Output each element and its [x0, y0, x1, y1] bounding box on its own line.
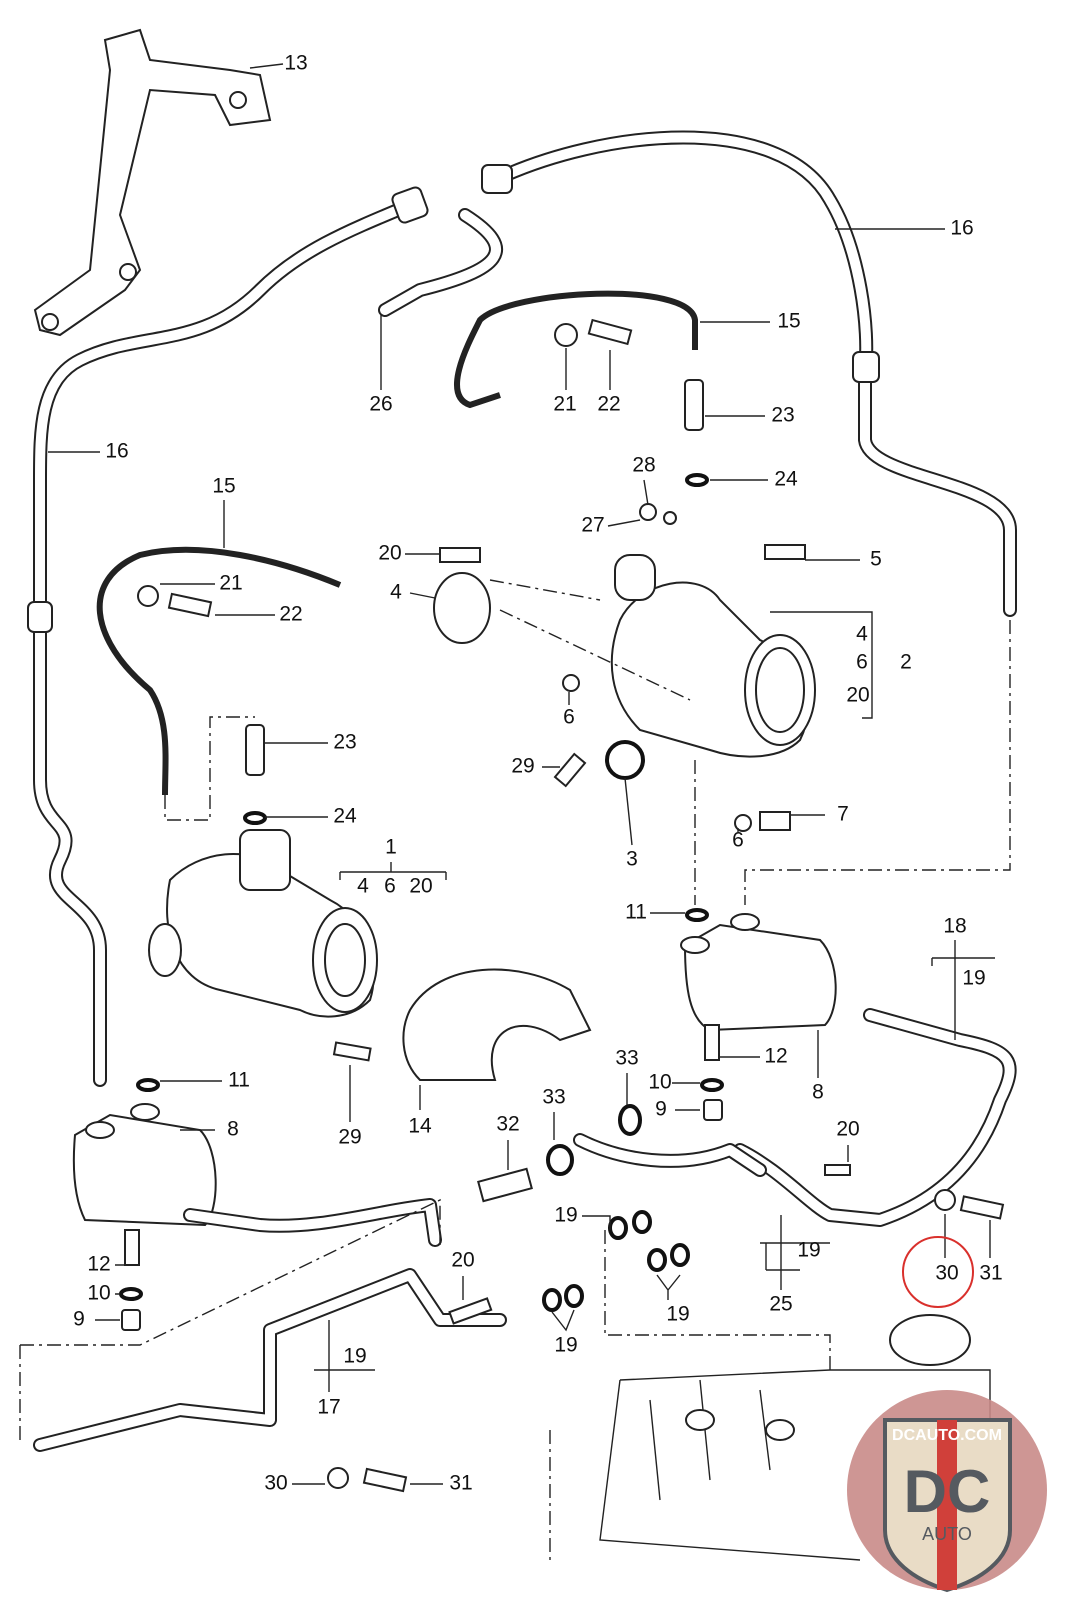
callout-17: 17 [317, 1396, 340, 1419]
bracket-13 [33, 28, 272, 337]
callout-24: 24 [774, 468, 798, 491]
callout-20: 20 [409, 875, 432, 898]
oil-line-15-top [454, 290, 698, 409]
callout-9: 9 [655, 1098, 667, 1121]
logo-word: AUTO [922, 1524, 972, 1544]
callout-15: 15 [212, 475, 235, 498]
callout-8: 8 [812, 1081, 824, 1104]
callout-2: 2 [900, 651, 912, 674]
callout-4: 4 [390, 581, 402, 604]
pipe-16-left [27, 186, 429, 1087]
callout-21: 21 [219, 572, 242, 595]
callout-19: 19 [554, 1204, 577, 1227]
callout-29: 29 [338, 1126, 361, 1149]
wastegate-8-left [72, 1103, 217, 1227]
callout-16: 16 [105, 440, 128, 463]
callout-12: 12 [87, 1253, 110, 1276]
callout-20: 20 [378, 542, 401, 565]
callout-8: 8 [227, 1118, 239, 1141]
callout-6: 6 [732, 829, 744, 852]
callout-13: 13 [284, 52, 307, 75]
callout-31: 31 [449, 1472, 472, 1495]
callout-23: 23 [333, 731, 356, 754]
callout-28: 28 [632, 454, 655, 477]
pipe-16-right [481, 130, 1017, 617]
callout-1: 1 [385, 836, 397, 859]
callout-16: 16 [950, 217, 973, 240]
callout-33: 33 [615, 1047, 638, 1070]
callout-23: 23 [771, 404, 794, 427]
callout-30: 30 [935, 1262, 958, 1285]
callout-32: 32 [496, 1113, 519, 1136]
callout-27: 27 [581, 514, 604, 537]
callout-21: 21 [553, 393, 576, 416]
callout-20: 20 [451, 1249, 474, 1272]
callout-4: 4 [357, 875, 369, 898]
callout-20: 20 [846, 684, 869, 707]
callout-3: 3 [626, 848, 638, 871]
highlight-circle-30 [902, 1236, 974, 1308]
callout-10: 10 [648, 1071, 671, 1094]
assembly-dashed-lines [19, 579, 1011, 1560]
callout-11: 11 [228, 1069, 250, 1092]
callout-9: 9 [73, 1308, 85, 1331]
callout-19: 19 [666, 1303, 689, 1326]
callout-19: 19 [343, 1345, 366, 1368]
callout-6: 6 [563, 706, 575, 729]
oil-line-15-left [96, 546, 342, 796]
wastegate-8-right [680, 913, 837, 1032]
callout-19: 19 [554, 1334, 577, 1357]
turbocharger-right [433, 554, 816, 758]
callout-31: 31 [979, 1262, 1002, 1285]
callout-6: 6 [384, 875, 396, 898]
callout-7: 7 [837, 803, 849, 826]
leader-lines [48, 63, 995, 1485]
logo-site-text: DCAUTO.COM [892, 1427, 1002, 1444]
callout-14: 14 [408, 1115, 432, 1138]
callout-33: 33 [542, 1086, 565, 1109]
logo-letters: DC [904, 1458, 991, 1525]
callout-5: 5 [870, 548, 882, 571]
callout-22: 22 [279, 603, 302, 626]
callout-25: 25 [769, 1293, 792, 1316]
dcauto-logo: DCAUTO.COM DC AUTO [847, 1390, 1047, 1593]
fasteners [119, 318, 1005, 1493]
engine-block [599, 1314, 991, 1561]
heat-shield-14 [402, 968, 592, 1081]
callout-12: 12 [764, 1045, 787, 1068]
callout-22: 22 [597, 393, 620, 416]
turbocharger-left [148, 829, 592, 1081]
callout-24: 24 [333, 805, 357, 828]
callout-20: 20 [836, 1118, 859, 1141]
callout-10: 10 [87, 1282, 110, 1305]
callout-18: 18 [943, 915, 966, 938]
callout-19: 19 [962, 967, 985, 990]
callout-6: 6 [856, 651, 868, 674]
callout-19: 19 [797, 1239, 820, 1262]
callout-15: 15 [777, 310, 800, 333]
callout-26: 26 [369, 393, 392, 416]
callout-11: 11 [625, 901, 647, 924]
callout-30: 30 [264, 1472, 287, 1495]
callout-4: 4 [856, 623, 868, 646]
callout-29: 29 [511, 755, 534, 778]
